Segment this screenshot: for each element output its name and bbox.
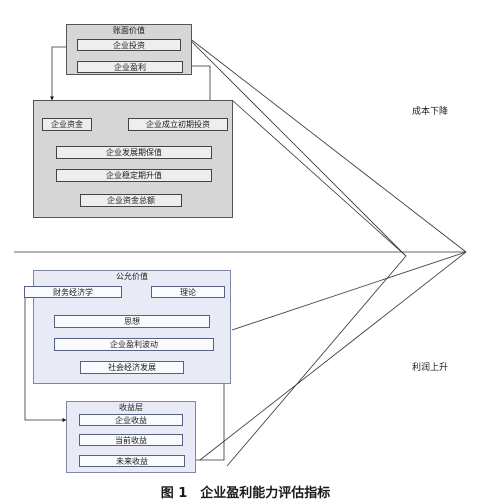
enterprise-income-box: 企业收益	[79, 414, 183, 426]
figure-caption: 图 1 企业盈利能力评估指标	[160, 486, 331, 501]
cost-down-label: 成本下降	[412, 107, 449, 117]
total-assets-box: 企业资金总额	[80, 194, 182, 207]
future-income-box: 未来收益	[79, 455, 185, 467]
enterprise-funds-box: 企业资金	[42, 118, 92, 131]
enterprise-invest-box: 企业投资	[77, 39, 181, 51]
social-dev-box: 社会经济发展	[80, 361, 184, 374]
income-panel: 收益层 企业收益 当前收益 未来收益	[66, 401, 196, 473]
theory-box: 理论	[151, 286, 225, 298]
wedge-line	[226, 255, 407, 467]
wedge-line	[183, 33, 407, 257]
profit-fluctuation-box: 企业盈利波动	[54, 338, 214, 351]
wedge-line	[199, 251, 467, 461]
initial-invest-box: 企业成立初期投资	[128, 118, 228, 131]
stable-value-box: 企业稳定期升值	[56, 169, 212, 182]
dev-value-box: 企业发展期保值	[56, 146, 212, 159]
wedge-line	[183, 33, 467, 253]
book-value-panel: 账面价值 企业投资 企业盈利	[66, 24, 192, 75]
wedge-line	[231, 99, 407, 257]
panel-title: 公允价值	[116, 272, 148, 281]
financial-economics-box: 财务经济学	[24, 286, 122, 298]
panel-title: 账面价值	[113, 26, 145, 35]
current-income-box: 当前收益	[79, 434, 183, 446]
enterprise-profit-box: 企业盈利	[77, 61, 183, 73]
profit-up-label: 利润上升	[412, 363, 449, 373]
enterprise-funds-panel: 企业资金 企业成立初期投资 企业发展期保值 企业稳定期升值 企业资金总额	[33, 100, 233, 218]
fair-value-panel: 公允价值 财务经济学 理论 思想 企业盈利波动 社会经济发展	[24, 270, 231, 384]
wedge-line	[231, 251, 467, 331]
econ-to-income-line	[24, 291, 67, 422]
invest-arrow	[50, 46, 68, 101]
panel-title: 收益层	[119, 403, 143, 412]
thought-box: 思想	[54, 315, 210, 328]
